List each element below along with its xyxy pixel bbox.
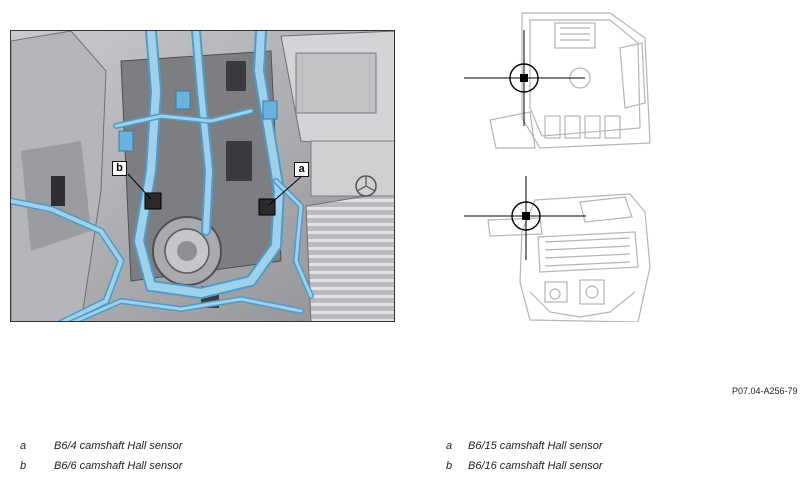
legend-text: B6/6 camshaft Hall sensor — [54, 460, 183, 472]
sensor-connector — [51, 176, 65, 206]
ignition-coil — [226, 141, 252, 181]
harness-connector — [118, 130, 134, 152]
sensor-location-marker — [520, 74, 528, 82]
legend-key: b — [446, 460, 453, 472]
engine-cover — [310, 140, 394, 197]
legend-key: b — [20, 460, 27, 472]
legend-text: B6/15 camshaft Hall sensor — [468, 440, 603, 452]
engine-outline — [521, 12, 651, 149]
sensor-location-marker — [522, 212, 530, 220]
figure-code: P07.04-A256-79 — [732, 386, 798, 396]
locator-inset-bottom — [460, 172, 670, 327]
ignition-coil — [226, 61, 246, 91]
cylinder-head — [120, 50, 282, 282]
callout-label-b: b — [112, 161, 127, 176]
callout-label-a: a — [294, 162, 309, 177]
locator-inset-top — [460, 8, 670, 163]
engine-photo: b a — [10, 30, 395, 322]
intake-duct — [489, 111, 536, 149]
filter-lid — [295, 52, 377, 114]
legend-text: B6/4 camshaft Hall sensor — [54, 440, 183, 452]
harness-connector — [175, 90, 191, 110]
callout-line-a — [268, 174, 304, 206]
callout-line-b — [127, 173, 152, 200]
legend-text: B6/16 camshaft Hall sensor — [468, 460, 603, 472]
intake-manifold-fins — [305, 190, 394, 321]
legend-key: a — [446, 440, 453, 452]
harness-connector — [262, 100, 278, 120]
legend-key: a — [20, 440, 27, 452]
